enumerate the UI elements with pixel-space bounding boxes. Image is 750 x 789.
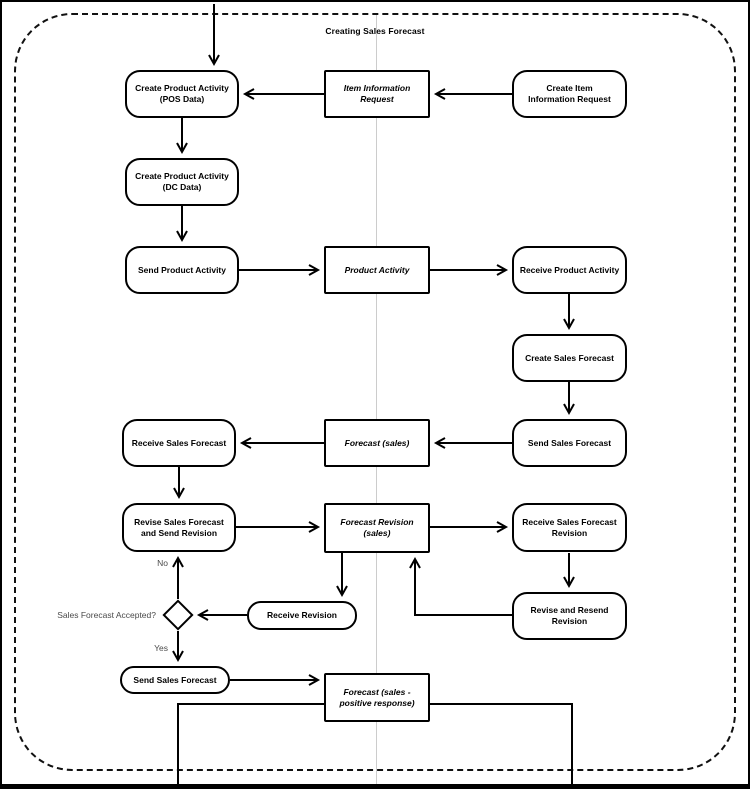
node-create-product-activity-dc: Create Product Activity (DC Data) <box>125 158 239 206</box>
arrowhead-forecast-sales-to-receive-sf <box>239 437 252 449</box>
arrowhead-receive-sf-to-revise-sf <box>173 487 185 500</box>
node-send-sales-forecast-final: Send Sales Forecast <box>120 666 230 694</box>
process-boundary-dashed-border <box>14 13 736 771</box>
node-label-receive-product-activity: Receive Product Activity <box>519 264 620 275</box>
node-label-send-product-activity: Send Product Activity <box>137 264 226 275</box>
lane-divider-line <box>376 15 377 784</box>
node-revise-and-resend-revision: Revise and Resend Revision <box>512 592 627 640</box>
node-revise-sales-forecast: Revise Sales Forecast and Send Revision <box>122 503 236 552</box>
arrowhead-send-sf-final-to-forecast-pos <box>308 674 321 686</box>
arrowhead-item-info-request-to-pos <box>242 88 255 100</box>
connector-forecast-pos-exit-right <box>430 703 573 784</box>
arrowhead-revise-sf-to-forecast-revision <box>308 521 321 533</box>
arrowhead-send-sf-to-forecast-sales <box>433 437 446 449</box>
node-receive-sales-forecast: Receive Sales Forecast <box>122 419 236 467</box>
node-create-item-information-request: Create Item Information Request <box>512 70 627 118</box>
node-receive-product-activity: Receive Product Activity <box>512 246 627 294</box>
node-label-create-product-activity-pos: Create Product Activity (POS Data) <box>135 83 229 104</box>
node-send-sales-forecast: Send Sales Forecast <box>512 419 627 467</box>
node-label-product-activity: Product Activity <box>344 264 410 275</box>
node-label-forecast-sales: Forecast (sales) <box>344 437 410 448</box>
node-receive-sales-forecast-revision: Receive Sales Forecast Revision <box>512 503 627 552</box>
node-label-create-product-activity-dc: Create Product Activity (DC Data) <box>135 171 229 192</box>
node-product-activity: Product Activity <box>324 246 430 294</box>
arrowhead-top-entry-to-pos <box>208 54 220 67</box>
node-label-send-sales-forecast: Send Sales Forecast <box>527 437 612 448</box>
node-label-revise-and-resend-revision: Revise and Resend Revision <box>530 605 609 626</box>
arrowhead-receive-pa-to-create-sf <box>563 318 575 331</box>
edge-label-decision-question: Sales Forecast Accepted? <box>57 610 156 620</box>
connector-revise-resend-to-forecast-revision <box>414 559 512 616</box>
node-label-receive-sales-forecast: Receive Sales Forecast <box>131 437 227 448</box>
node-label-create-sales-forecast: Create Sales Forecast <box>525 352 614 363</box>
arrowhead-product-activity-to-receive <box>496 264 509 276</box>
arrowhead-create-sf-to-send-sf <box>563 403 575 416</box>
node-label-send-sales-forecast-final: Send Sales Forecast <box>133 674 217 685</box>
arrowhead-decision-no-to-revise-sf <box>172 555 184 568</box>
arrowhead-dc-to-send-product-activity <box>176 230 188 243</box>
edge-label-yes-label: Yes <box>154 643 168 653</box>
arrowhead-receive-revision-to-decision <box>196 609 209 621</box>
edge-label-no-label: No <box>157 558 168 568</box>
node-forecast-revision-sales: Forecast Revision (sales) <box>324 503 430 553</box>
node-label-revise-sales-forecast: Revise Sales Forecast and Send Revision <box>134 516 224 538</box>
node-create-sales-forecast: Create Sales Forecast <box>512 334 627 382</box>
node-forecast-sales-positive-response: Forecast (sales - positive response) <box>324 673 430 722</box>
arrowhead-decision-yes-to-send-sf-final <box>172 650 184 663</box>
node-send-product-activity: Send Product Activity <box>125 246 239 294</box>
arrowhead-create-item-info-to-request <box>433 88 446 100</box>
node-label-create-item-information-request: Create Item Information Request <box>528 83 611 104</box>
node-forecast-sales: Forecast (sales) <box>324 419 430 467</box>
node-label-forecast-sales-positive-response: Forecast (sales - positive response) <box>339 686 415 708</box>
node-label-item-information-request: Item Information Request <box>343 83 411 104</box>
diagram-title: Creating Sales Forecast <box>325 26 425 36</box>
node-label-forecast-revision-sales: Forecast Revision (sales) <box>340 517 414 538</box>
arrowhead-receive-sfr-to-revise-resend <box>563 576 575 589</box>
arrowhead-revise-resend-to-forecast-revision <box>409 556 421 569</box>
node-receive-revision: Receive Revision <box>247 601 357 630</box>
node-label-receive-revision: Receive Revision <box>267 610 337 620</box>
arrowhead-send-pa-to-product-activity <box>308 264 321 276</box>
node-create-product-activity-pos: Create Product Activity (POS Data) <box>125 70 239 118</box>
arrowhead-forecast-revision-to-receive-revision <box>336 585 348 598</box>
arrowhead-pos-to-dc <box>176 142 188 155</box>
node-label-receive-sales-forecast-revision: Receive Sales Forecast Revision <box>522 516 617 538</box>
connector-forecast-pos-exit-left <box>177 703 324 784</box>
node-item-information-request: Item Information Request <box>324 70 430 118</box>
arrowhead-forecast-revision-to-receive <box>496 521 509 533</box>
